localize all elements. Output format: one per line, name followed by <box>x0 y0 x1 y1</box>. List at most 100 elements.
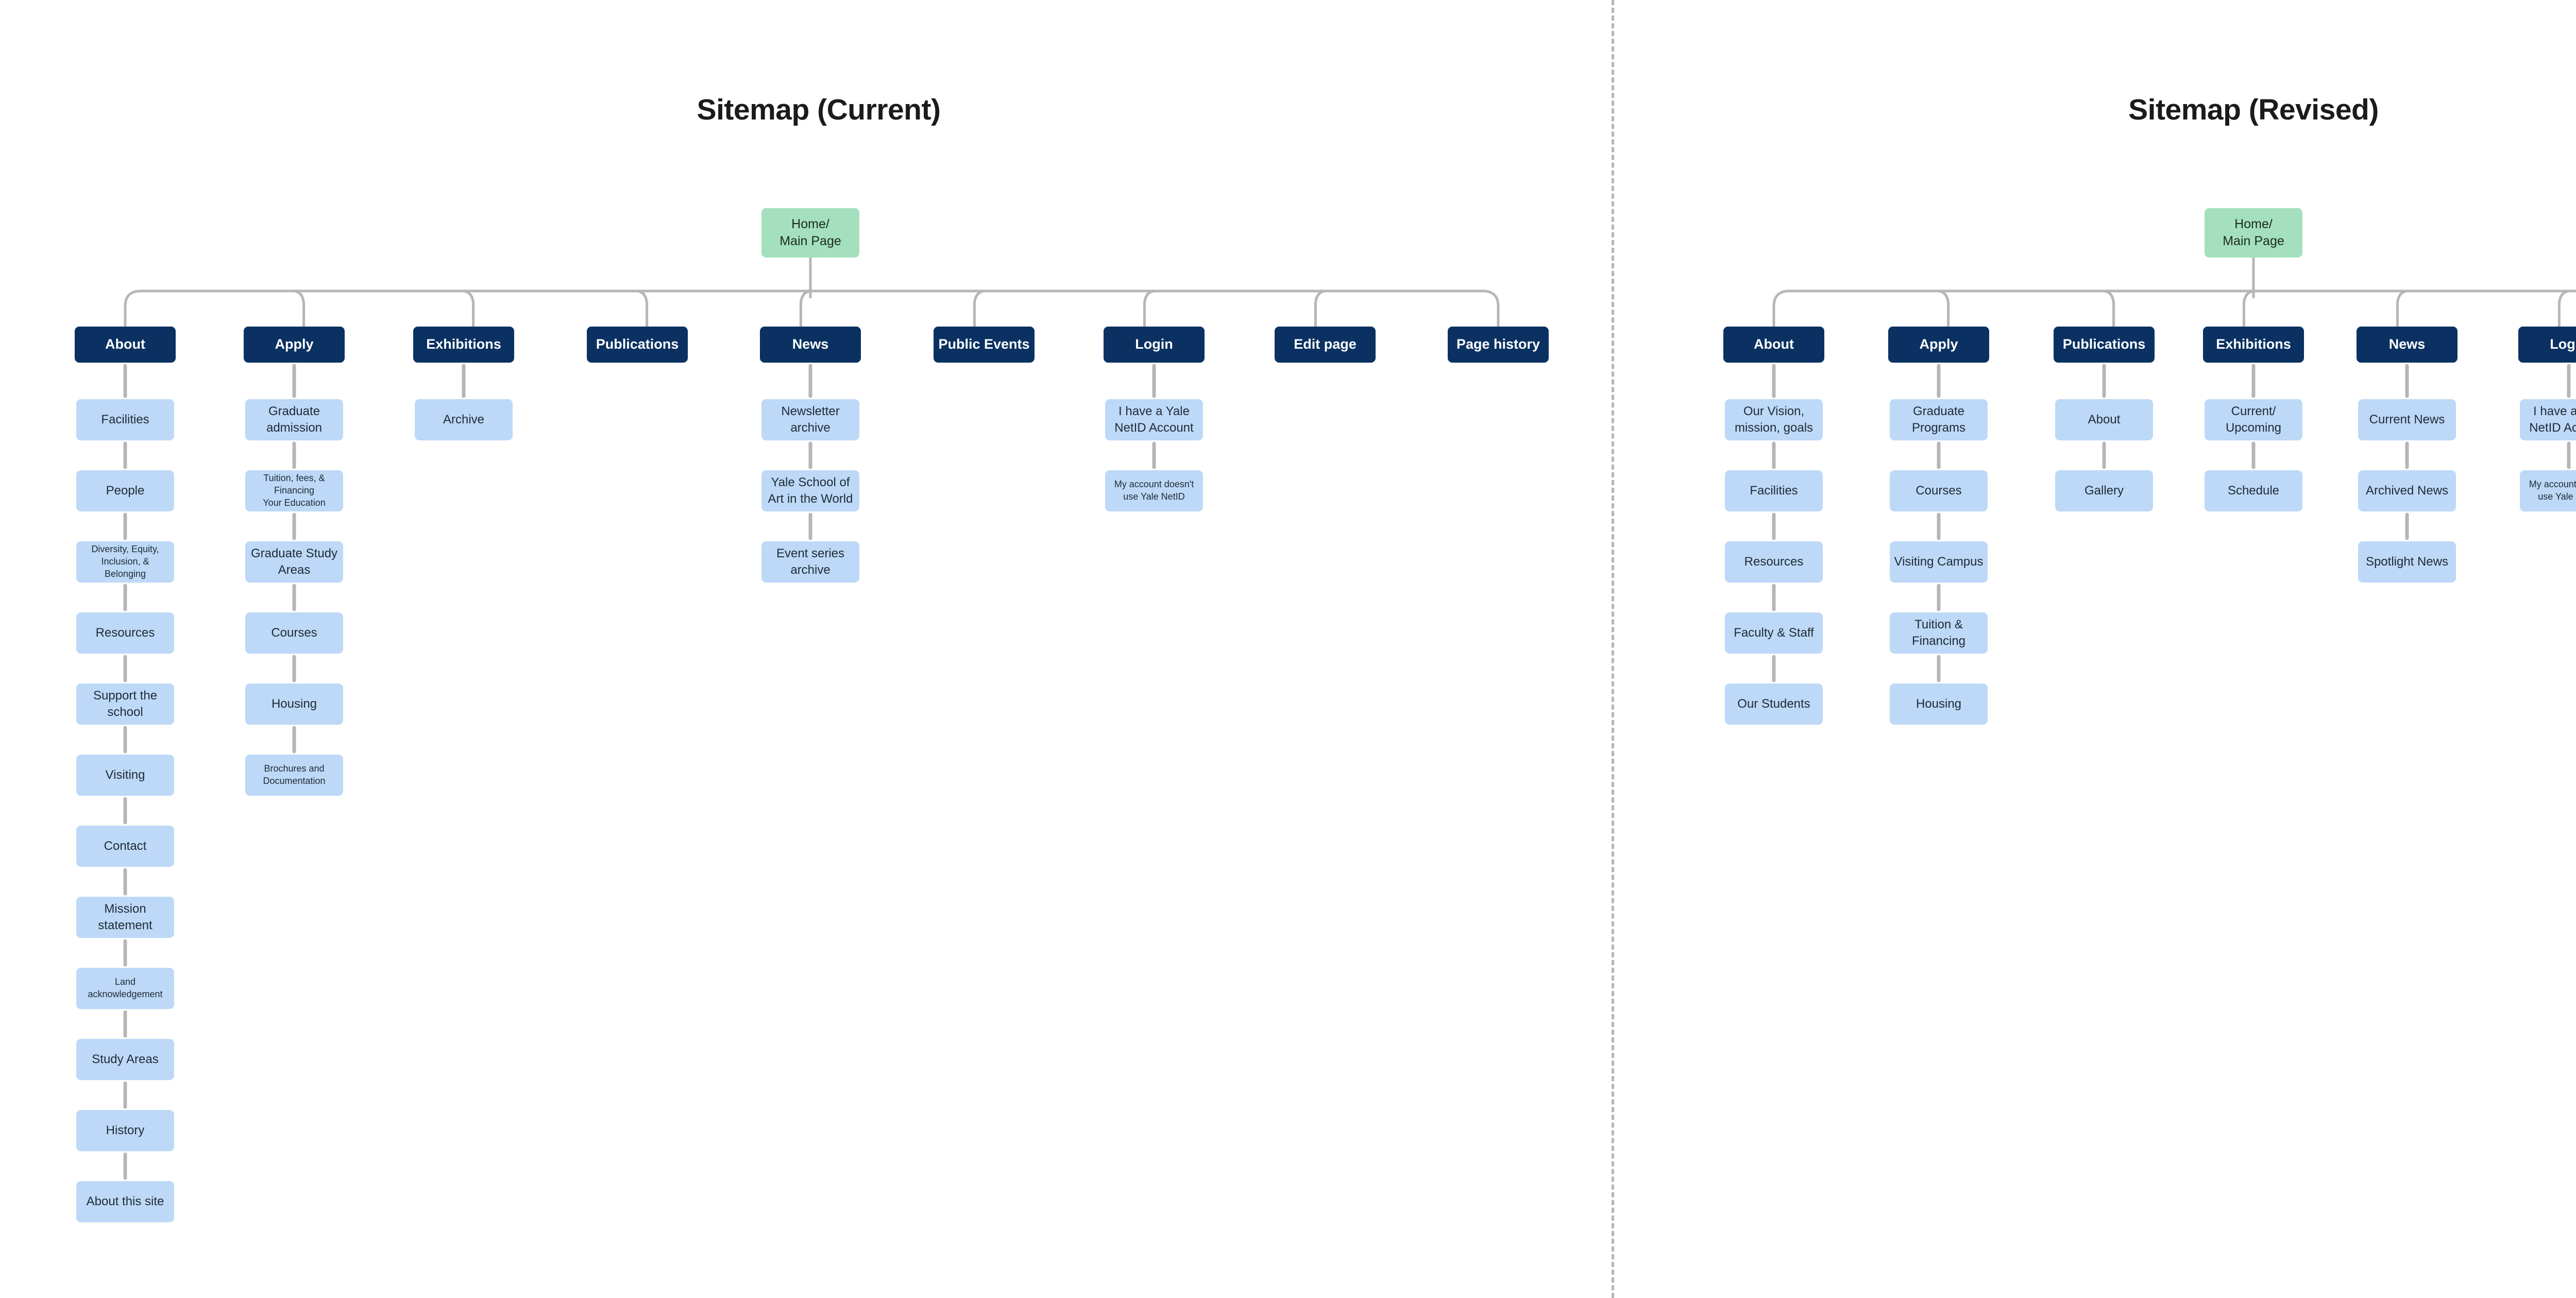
current-section-news[interactable]: News <box>760 327 861 363</box>
revised-news-child-2[interactable]: Spotlight News <box>2358 541 2456 583</box>
current-section-page-history[interactable]: Page history <box>1448 327 1549 363</box>
node-label: Archive <box>443 413 485 427</box>
node-label: People <box>106 484 145 498</box>
node-label: Edit page <box>1294 336 1357 352</box>
revised-section-exhibitions[interactable]: Exhibitions <box>2203 327 2304 363</box>
current-section-login[interactable]: Login <box>1104 327 1205 363</box>
current-about-child-6[interactable]: Contact <box>76 826 174 867</box>
revised-section-news[interactable]: News <box>2357 327 2458 363</box>
current-apply-child-4[interactable]: Housing <box>245 684 343 725</box>
revised-apply-child-1[interactable]: Courses <box>1890 470 1988 511</box>
revised-apply-child-4[interactable]: Housing <box>1890 684 1988 725</box>
revised-about-child-3[interactable]: Faculty & Staff <box>1725 612 1823 654</box>
current-about-child-9[interactable]: Study Areas <box>76 1039 174 1080</box>
node-label: I have a Yale NetID Account <box>1114 404 1194 435</box>
panel-divider <box>1612 0 1614 1298</box>
current-about-child-1[interactable]: People <box>76 470 174 511</box>
current-about-child-4[interactable]: Support the school <box>76 684 174 725</box>
current-news-child-2[interactable]: Event series archive <box>761 541 859 583</box>
revised-about-child-4[interactable]: Our Students <box>1725 684 1823 725</box>
current-apply-child-0[interactable]: Graduate admission <box>245 399 343 440</box>
current-exhibitions-child-0[interactable]: Archive <box>415 399 513 440</box>
node-label: Brochures and Documentation <box>263 763 326 786</box>
current-root-node[interactable]: Home/ Main Page <box>761 208 859 258</box>
node-label: Apply <box>1919 336 1958 352</box>
current-about-child-11[interactable]: About this site <box>76 1181 174 1222</box>
current-section-publications[interactable]: Publications <box>587 327 688 363</box>
revised-apply-child-0[interactable]: Graduate Programs <box>1890 399 1988 440</box>
node-label: News <box>2388 336 2426 352</box>
current-section-exhibitions[interactable]: Exhibitions <box>413 327 514 363</box>
node-label: I have a Yale NetID Account <box>2529 404 2576 435</box>
node-label: Resources <box>95 626 155 640</box>
node-label: Publications <box>2062 336 2146 352</box>
revised-exhibitions-child-0[interactable]: Current/ Upcoming <box>2205 399 2302 440</box>
node-label: About <box>2088 413 2121 427</box>
node-label: Publications <box>596 336 679 352</box>
revised-apply-child-3[interactable]: Tuition & Financing <box>1890 612 1988 654</box>
connector-line <box>636 289 649 328</box>
node-label: Gallery <box>2084 484 2124 498</box>
revised-about-child-2[interactable]: Resources <box>1725 541 1823 583</box>
revised-about-child-1[interactable]: Facilities <box>1725 470 1823 511</box>
node-label: Page history <box>1456 336 1540 352</box>
current-news-child-1[interactable]: Yale School of Art in the World <box>761 470 859 511</box>
node-label: Spotlight News <box>2365 555 2449 569</box>
node-label: Login <box>1135 336 1173 352</box>
revised-login-child-0[interactable]: I have a Yale NetID Account <box>2520 399 2576 440</box>
node-label: Our Vision, mission, goals <box>1734 404 1814 435</box>
node-label: Current/ Upcoming <box>2225 404 2282 435</box>
revised-section-login[interactable]: Login <box>2518 327 2576 363</box>
current-apply-child-5[interactable]: Brochures and Documentation <box>245 755 343 796</box>
node-label: Home/ Main Page <box>2223 217 2284 248</box>
revised-news-child-0[interactable]: Current News <box>2358 399 2456 440</box>
revised-section-about[interactable]: About <box>1723 327 1824 363</box>
node-label: Courses <box>271 626 317 640</box>
connector-line <box>973 289 986 328</box>
node-label: News <box>792 336 829 352</box>
current-about-child-8[interactable]: Land acknowledgement <box>76 968 174 1009</box>
current-section-apply[interactable]: Apply <box>244 327 345 363</box>
revised-root-node[interactable]: Home/ Main Page <box>2205 208 2302 258</box>
current-section-edit-page[interactable]: Edit page <box>1275 327 1376 363</box>
node-label: Home/ Main Page <box>779 217 841 248</box>
revised-publications-child-1[interactable]: Gallery <box>2055 470 2153 511</box>
current-about-child-7[interactable]: Mission statement <box>76 897 174 938</box>
current-panel-title: Sitemap (Current) <box>697 93 941 126</box>
node-label: Facilities <box>1750 484 1798 498</box>
current-news-child-0[interactable]: Newsletter archive <box>761 399 859 440</box>
current-section-public-events[interactable]: Public Events <box>934 327 1035 363</box>
current-about-child-0[interactable]: Facilities <box>76 399 174 440</box>
current-section-about[interactable]: About <box>75 327 176 363</box>
current-login-child-0[interactable]: I have a Yale NetID Account <box>1105 399 1203 440</box>
current-apply-child-3[interactable]: Courses <box>245 612 343 654</box>
revised-login-child-1[interactable]: My account doesn't use Yale NetID <box>2520 470 2576 511</box>
revised-exhibitions-child-1[interactable]: Schedule <box>2205 470 2302 511</box>
node-label: Public Events <box>938 336 1030 352</box>
node-label: Graduate Study Areas <box>250 546 338 577</box>
revised-publications-child-0[interactable]: About <box>2055 399 2153 440</box>
node-label: Mission statement <box>98 902 152 932</box>
connector-line <box>1143 289 1156 328</box>
current-about-child-3[interactable]: Resources <box>76 612 174 654</box>
current-login-child-1[interactable]: My account doesn't use Yale NetID <box>1105 470 1203 511</box>
revised-apply-child-2[interactable]: Visiting Campus <box>1890 541 1988 583</box>
current-about-child-10[interactable]: History <box>76 1110 174 1151</box>
revised-section-apply[interactable]: Apply <box>1888 327 1989 363</box>
current-apply-child-1[interactable]: Tuition, fees, & Financing Your Educatio… <box>245 470 343 511</box>
revised-news-child-1[interactable]: Archived News <box>2358 470 2456 511</box>
revised-section-publications[interactable]: Publications <box>2054 327 2155 363</box>
node-label: Login <box>2550 336 2576 352</box>
node-label: Visiting Campus <box>1894 555 1984 569</box>
node-label: Schedule <box>2227 484 2280 498</box>
current-apply-child-2[interactable]: Graduate Study Areas <box>245 541 343 583</box>
revised-about-child-0[interactable]: Our Vision, mission, goals <box>1725 399 1823 440</box>
current-about-child-2[interactable]: Diversity, Equity, Inclusion, & Belongin… <box>76 541 174 583</box>
node-label: Apply <box>275 336 314 352</box>
node-label: Archived News <box>2365 484 2449 498</box>
node-label: Our Students <box>1737 697 1810 711</box>
node-label: Exhibitions <box>426 336 501 352</box>
node-label: Newsletter archive <box>781 404 840 435</box>
current-about-child-5[interactable]: Visiting <box>76 755 174 796</box>
